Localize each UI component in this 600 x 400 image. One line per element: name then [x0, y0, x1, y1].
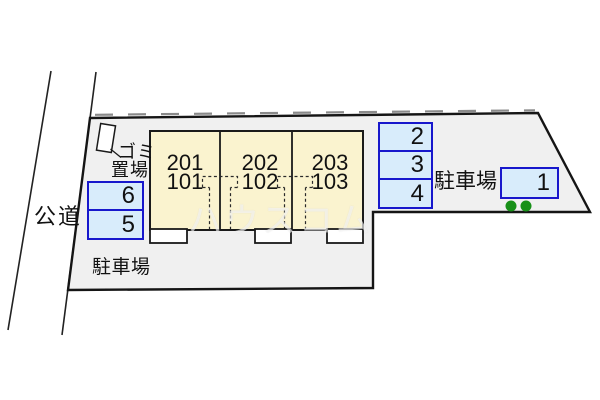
- entrance-porch: [149, 228, 188, 244]
- parking-label-right: 駐車場: [434, 170, 497, 193]
- building-outline: [149, 130, 364, 231]
- parking-space-2: 2: [378, 122, 433, 152]
- staircase-dashed-icon: [276, 175, 314, 230]
- unit-lower-number: 103: [311, 168, 349, 194]
- garbage-box-icon: [95, 122, 117, 154]
- unit-upper-number: 203: [311, 150, 349, 175]
- road-label: 公道: [34, 204, 83, 229]
- parking-space-1: 1: [500, 167, 559, 199]
- unit-label-202-102: 202 102: [224, 150, 296, 194]
- unit-lower-number: 101: [166, 168, 204, 194]
- parking-label-left: 駐車場: [92, 257, 151, 278]
- garbage-pointer-line: [110, 148, 122, 159]
- parking-space-6: 6: [87, 181, 144, 211]
- road-edge-line-left: [7, 70, 52, 331]
- parking-space-5: 5: [87, 209, 144, 240]
- entrance-porch: [254, 228, 292, 244]
- unit-lower-number: 102: [241, 168, 279, 194]
- garbage-area-label-line2: 置場: [111, 159, 149, 180]
- boundary-tick-line: [94, 109, 536, 116]
- staircase-dashed-icon: [201, 175, 239, 230]
- plant-dot-icon: [505, 200, 517, 212]
- entrance-porch: [326, 228, 364, 244]
- parking-space-4: 4: [378, 178, 433, 209]
- unit-label-201-101: 201 101: [149, 150, 221, 194]
- unit-label-203-103: 203 103: [294, 150, 366, 194]
- unit-upper-number: 202: [241, 150, 279, 175]
- parking-space-3: 3: [378, 150, 433, 180]
- unit-upper-number: 201: [166, 150, 204, 175]
- garbage-area-label-line1: ゴミ: [118, 142, 156, 162]
- plant-dot-icon: [520, 200, 532, 212]
- garbage-area-label: ゴミ 置場: [111, 142, 156, 180]
